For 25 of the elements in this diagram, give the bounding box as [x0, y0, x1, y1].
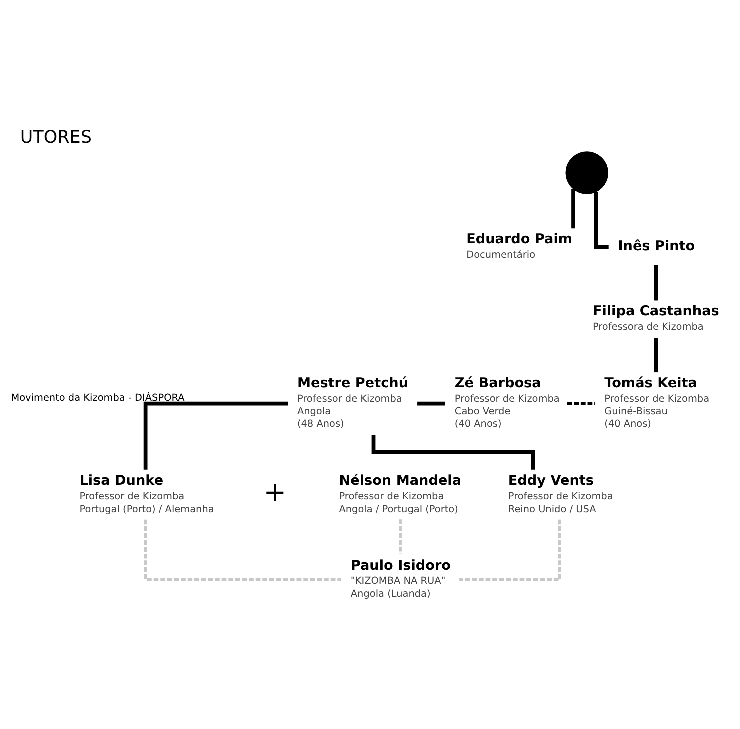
connector: [654, 338, 658, 373]
connector: [572, 189, 576, 229]
node-text: Inês Pinto: [618, 238, 696, 254]
diagram-title: UTORES: [20, 128, 92, 148]
edge-label: Movimento da Kizomba - DIÁSPORA: [11, 392, 185, 404]
node-text: Lisa Dunke Professor de Kizomba Portugal (Porto) / Alemanha: [80, 473, 214, 516]
connector: [418, 402, 446, 406]
node-text: Zé Barbosa Professor de Kizomba Cabo Verde (40 Anos): [454, 376, 560, 430]
connector: [144, 402, 288, 470]
connector: [654, 265, 658, 301]
connector: [594, 192, 609, 250]
node-text: Mestre Petchú Professor de Kizomba Angola (48 Anos): [297, 376, 409, 430]
node-text: Eduardo Paim Documentário: [466, 232, 573, 262]
node-text: Eddy Vents Professor de Kizomba Reino Unido / USA: [508, 473, 614, 516]
node-text: Filipa Castanhas Professora de Kizomba: [592, 304, 720, 333]
connector: [372, 435, 536, 470]
connector: [567, 402, 596, 406]
connector: [459, 520, 562, 582]
node-text: Tomás Keita Professor de Kizomba Guiné-Bissau (40 Anos): [604, 376, 710, 430]
connector: [144, 520, 342, 582]
node-circle: [566, 152, 608, 194]
node-text: Nélson Mandela Professor de Kizomba Angola / Portugal (Porto): [339, 473, 462, 516]
label: +: [264, 477, 286, 508]
connector: [399, 520, 402, 554]
node-text: Paulo Isidoro "KIZOMBA NA RUA" Angola (Luanda): [350, 558, 452, 600]
